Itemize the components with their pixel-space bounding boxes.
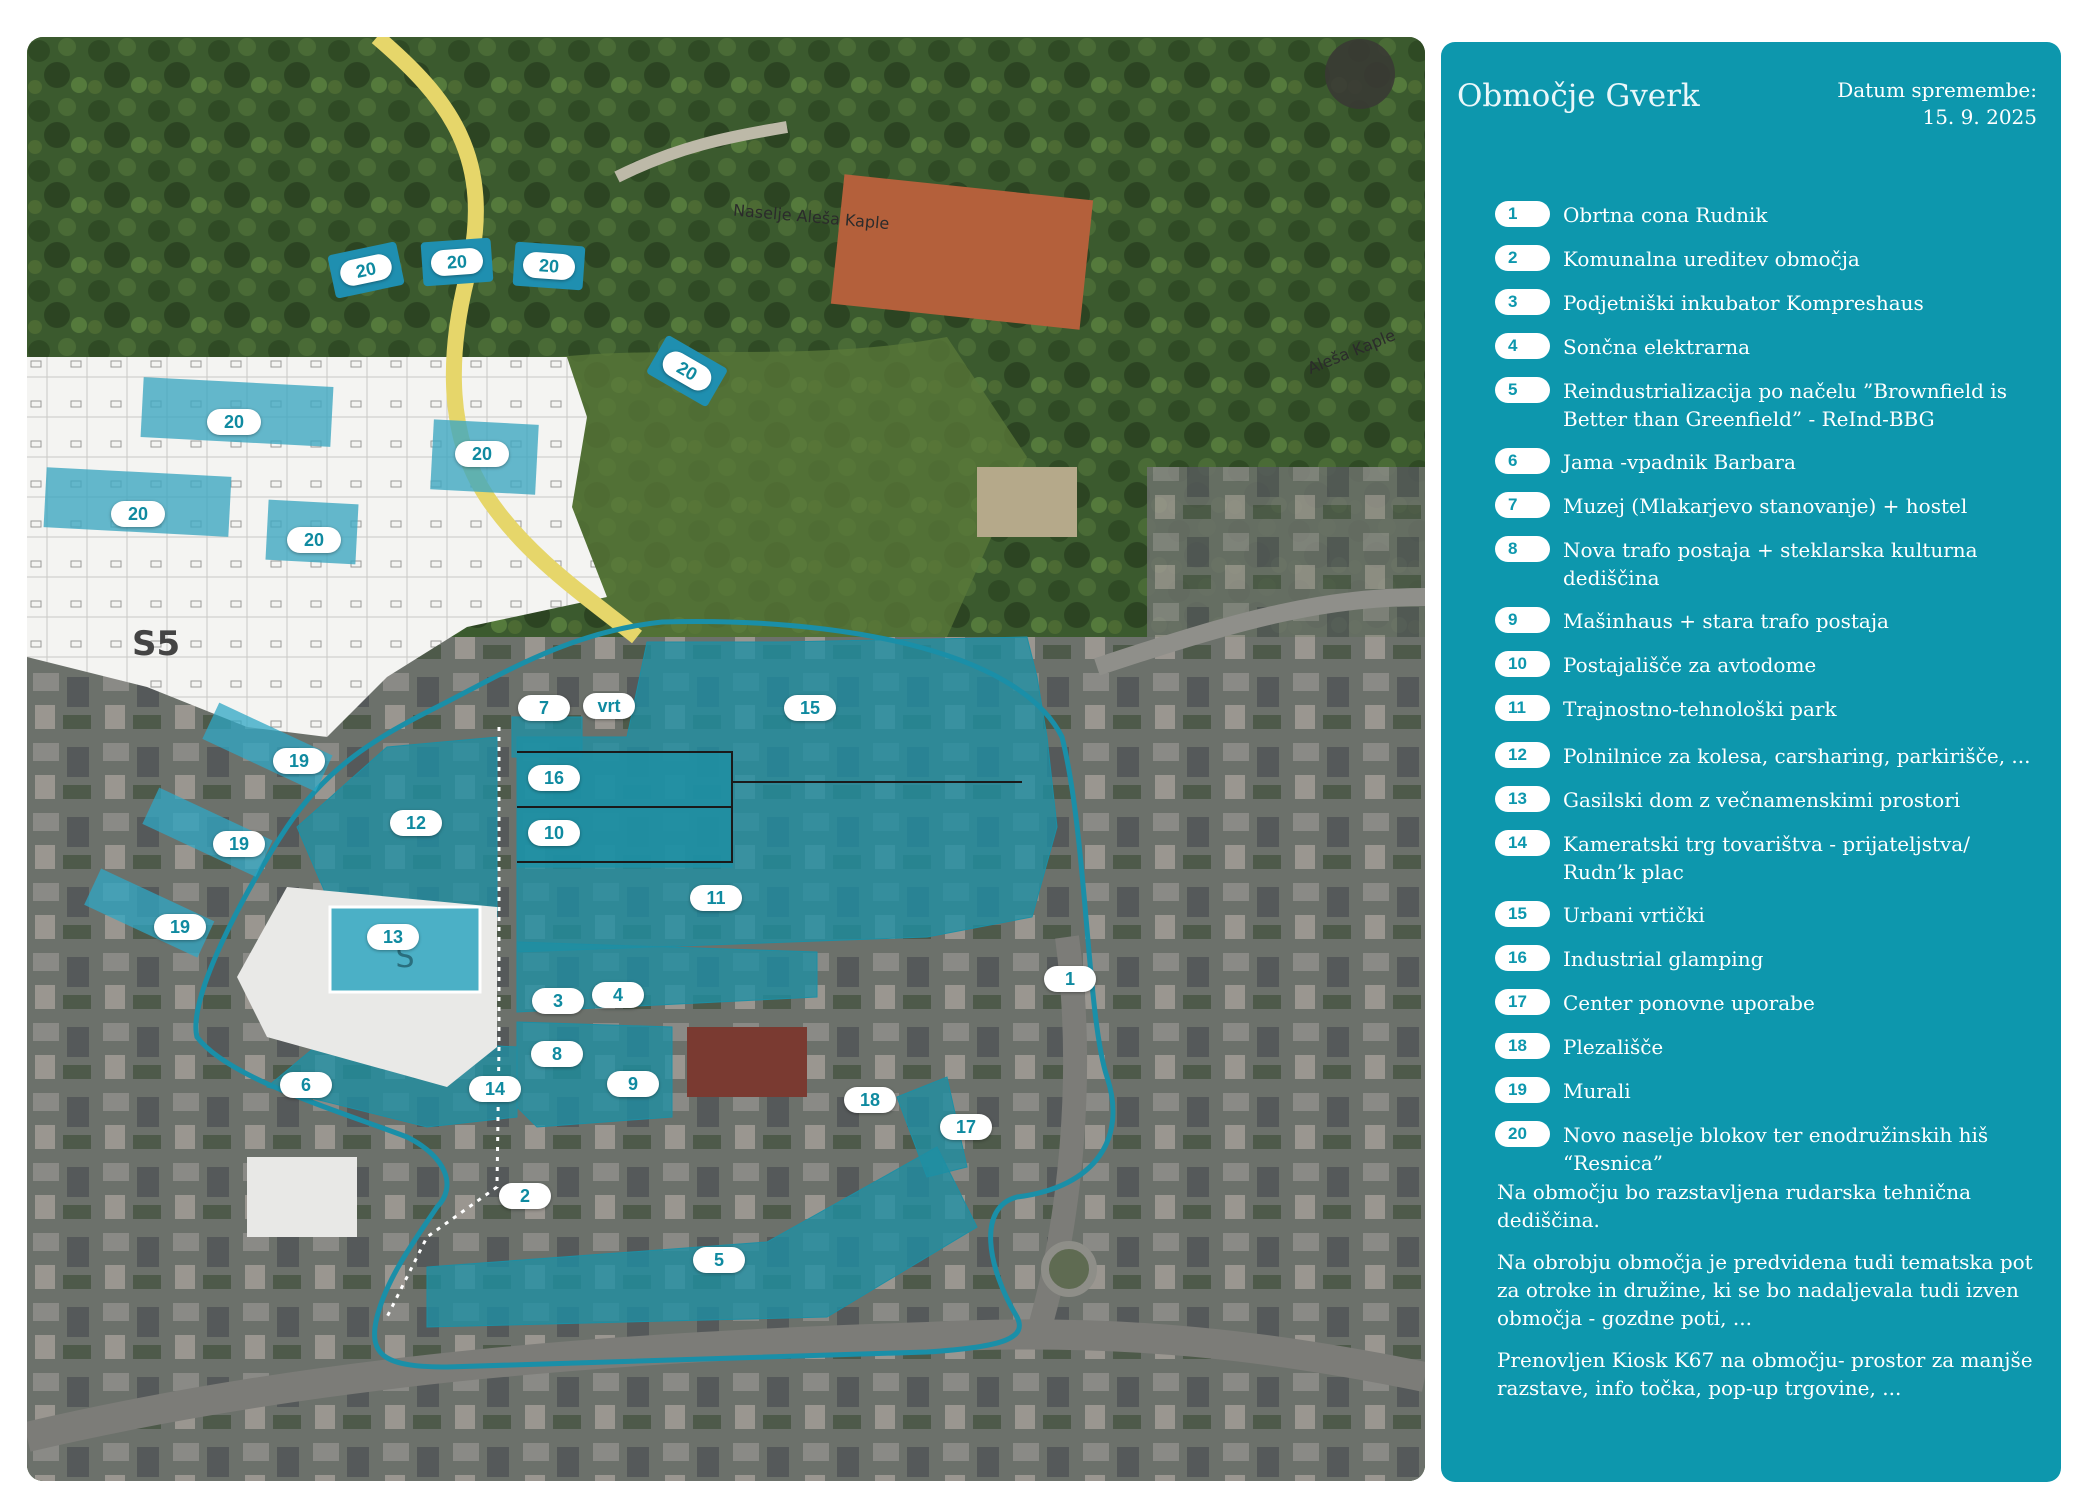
area-boundary: [193, 619, 1116, 1370]
legend-number-badge: 16: [1495, 945, 1550, 971]
legend-item-label: Jama -vpadnik Barbara: [1563, 450, 1796, 474]
marker-16[interactable]: 16: [528, 765, 580, 791]
marker-20[interactable]: 20: [207, 409, 261, 435]
legend-item-label: Polnilnice za kolesa, carsharing, parkir…: [1563, 744, 2031, 768]
marker-19[interactable]: 19: [273, 748, 325, 774]
note-themed-path: Na obrobju območja je predvidena tudi te…: [1497, 1250, 2033, 1330]
note-heritage: Na območju bo razstavljena rudarska tehn…: [1497, 1180, 1972, 1232]
legend-item-label: Center ponovne uporabe: [1563, 991, 1815, 1015]
zone-7: [511, 716, 583, 758]
note-kiosk: Prenovljen Kiosk K67 na območju- prostor…: [1497, 1348, 2033, 1400]
legend-number-badge: 2: [1495, 245, 1550, 271]
zone-s5-label: S5: [132, 624, 180, 664]
legend-number-badge: 20: [1495, 1121, 1550, 1147]
date-value: 15. 9. 2025: [1922, 105, 2037, 129]
marker-8[interactable]: 8: [531, 1041, 583, 1067]
marker-20-tag-c[interactable]: 20: [512, 241, 586, 291]
marker-14[interactable]: 14: [469, 1076, 521, 1102]
marker-20[interactable]: 20: [522, 251, 576, 281]
marker-vrt[interactable]: vrt: [583, 693, 635, 719]
marker-10[interactable]: 10: [528, 820, 580, 846]
marker-6[interactable]: 6: [280, 1072, 332, 1098]
marker-20-tag-b[interactable]: 20: [420, 237, 494, 287]
legend-number-badge: 12: [1495, 742, 1550, 768]
legend-number-badge: 14: [1495, 830, 1550, 856]
marker-20[interactable]: 20: [287, 527, 341, 553]
legend-item-label: Reindustrializacija po načelu ”Brownfiel…: [1563, 379, 2007, 431]
legend-item-label: Trajnostno-tehnološki park: [1563, 697, 1837, 721]
legend-number-badge: 17: [1495, 989, 1550, 1015]
sand-court: [977, 467, 1077, 537]
legend-number-badge: 3: [1495, 289, 1550, 315]
legend-item-label: Muzej (Mlakarjevo stanovanje) + hostel: [1563, 494, 1968, 518]
legend-item-label: Mašinhaus + stara trafo postaja: [1563, 609, 1889, 633]
legend-number-badge: 8: [1495, 536, 1550, 562]
marker-18[interactable]: 18: [844, 1087, 896, 1113]
date-label: Datum spremembe:: [1837, 78, 2037, 102]
marker-15[interactable]: 15: [784, 695, 836, 721]
aerial-map[interactable]: Naselje Aleša Kaple Aleša Kaple S5 S: [27, 37, 1425, 1481]
legend-item-label: Postajališče za avtodome: [1563, 653, 1817, 677]
legend-number-badge: 5: [1495, 377, 1550, 403]
map-base: Naselje Aleša Kaple Aleša Kaple S5 S: [27, 37, 1425, 1481]
marker-3[interactable]: 3: [532, 988, 584, 1014]
building-white: [247, 1157, 357, 1237]
legend-item-label: Nova trafo postaja + steklarska kulturna…: [1563, 538, 1978, 590]
legend-item-label: Novo naselje blokov ter enodružinskih hi…: [1563, 1123, 1989, 1175]
legend-number-badge: 6: [1495, 448, 1550, 474]
legend-item-label: Kameratski trg tovarištva - prijateljstv…: [1563, 832, 1970, 884]
legend-item-label: Industrial glamping: [1563, 947, 1764, 971]
marker-13[interactable]: 13: [367, 924, 419, 950]
marker-19[interactable]: 19: [154, 914, 206, 940]
legend-number-badge: 13: [1495, 786, 1550, 812]
marker-11[interactable]: 11: [690, 885, 742, 911]
marker-19[interactable]: 19: [213, 831, 265, 857]
building-red-roof: [687, 1027, 807, 1097]
marker-17[interactable]: 17: [940, 1114, 992, 1140]
marker-20[interactable]: 20: [337, 251, 395, 289]
legend-number-badge: 7: [1495, 492, 1550, 518]
legend-number-badge: 19: [1495, 1077, 1550, 1103]
legend-number-badge: 10: [1495, 651, 1550, 677]
tennis-courts: [830, 174, 1094, 330]
legend-item-label: Urbani vrtički: [1563, 903, 1705, 927]
marker-4[interactable]: 4: [592, 982, 644, 1008]
legend-number-badge: 9: [1495, 607, 1550, 633]
marker-20[interactable]: 20: [455, 441, 509, 467]
legend-number-badge: 18: [1495, 1033, 1550, 1059]
legend-number-badge: 15: [1495, 901, 1550, 927]
legend-item-label: Plezališče: [1563, 1035, 1664, 1059]
marker-12[interactable]: 12: [390, 810, 442, 836]
legend-item-label: Sončna elektrarna: [1563, 335, 1751, 359]
marker-20[interactable]: 20: [111, 501, 165, 527]
legend-item-label: Podjetniški inkubator Kompreshaus: [1563, 291, 1924, 315]
marker-1[interactable]: 1: [1044, 966, 1096, 992]
legend-number-badge: 11: [1495, 695, 1550, 721]
marker-5[interactable]: 5: [693, 1247, 745, 1273]
legend-panel: Območje Gverk Datum spremembe: 15. 9. 20…: [1441, 42, 2061, 1482]
legend-item-label: Murali: [1563, 1079, 1631, 1103]
marker-9[interactable]: 9: [607, 1071, 659, 1097]
marker-20[interactable]: 20: [430, 247, 484, 277]
zone-17-18: [896, 1076, 968, 1178]
map-corner-dot: [1325, 39, 1395, 109]
legend-item-label: Komunalna ureditev območja: [1563, 247, 1860, 271]
marker-2[interactable]: 2: [499, 1183, 551, 1209]
marker-7[interactable]: 7: [518, 695, 570, 721]
legend-item-label: Obrtna cona Rudnik: [1563, 203, 1768, 227]
zone-5: [426, 1146, 978, 1328]
page-title: Območje Gverk: [1457, 78, 1700, 114]
legend-number-badge: 4: [1495, 333, 1550, 359]
legend-number-badge: 1: [1495, 201, 1550, 227]
legend-item-label: Gasilski dom z večnamenskimi prostori: [1563, 788, 1961, 812]
